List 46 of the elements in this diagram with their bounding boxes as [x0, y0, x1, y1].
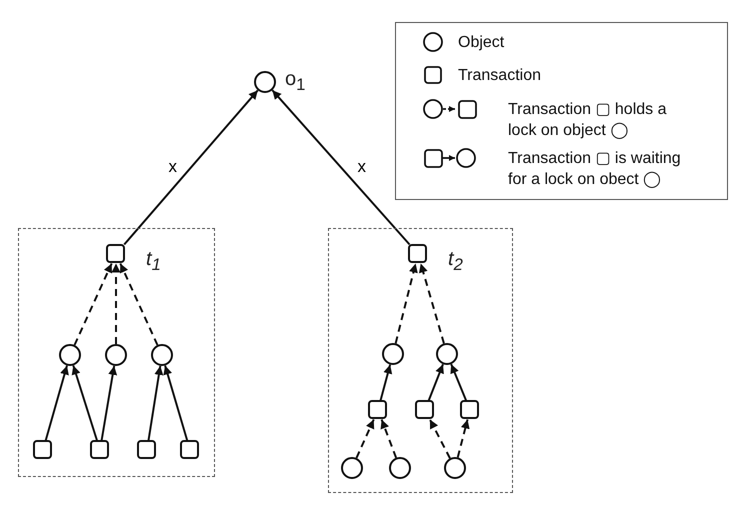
transaction-square	[106, 244, 125, 263]
transaction-square	[460, 400, 479, 419]
transaction-label: t$_{2}$	[448, 248, 463, 275]
object-label: o$_{1}$	[285, 68, 306, 95]
transaction-label: t$_{1}$	[146, 248, 161, 275]
legend-text: Transaction	[458, 66, 542, 86]
arrow	[148, 366, 164, 441]
transaction-square	[415, 400, 434, 419]
object-circle	[388, 456, 410, 478]
object-circle	[444, 456, 466, 478]
legend-text: Transaction ▢ holds a lock on object ◯	[508, 100, 668, 141]
arrow	[428, 364, 444, 401]
arrow	[112, 264, 120, 344]
transaction-square	[408, 244, 427, 263]
arrow	[380, 364, 392, 401]
arrow	[418, 263, 445, 344]
object-circle	[254, 71, 276, 93]
legend-text: Transaction ▢ is waiting for a lock on obect ◯	[508, 149, 682, 190]
arrow	[272, 90, 410, 246]
transaction-square	[90, 440, 109, 459]
arrow	[450, 364, 468, 401]
arrow	[72, 365, 98, 441]
dashed-group-box	[328, 228, 513, 493]
arrow	[356, 419, 375, 458]
arrow	[163, 365, 188, 441]
object-circle	[340, 456, 362, 478]
object-circle	[58, 344, 80, 366]
transaction-square	[137, 440, 156, 459]
arrow	[456, 419, 470, 458]
arrow	[380, 419, 398, 458]
object-circle	[104, 344, 126, 366]
arrow	[119, 263, 158, 346]
transaction-square	[180, 440, 199, 459]
legend-text: Object	[458, 33, 506, 53]
arrow	[44, 365, 69, 441]
dashed-group-box	[18, 228, 215, 477]
arrow	[100, 366, 118, 441]
arrow	[123, 90, 259, 246]
transaction-square	[33, 440, 52, 459]
transaction-square	[368, 400, 387, 419]
object-circle	[436, 342, 458, 364]
arrow	[394, 263, 418, 344]
object-circle	[382, 342, 404, 364]
arrow	[429, 419, 451, 459]
object-circle	[150, 344, 172, 366]
arrow	[74, 263, 113, 346]
